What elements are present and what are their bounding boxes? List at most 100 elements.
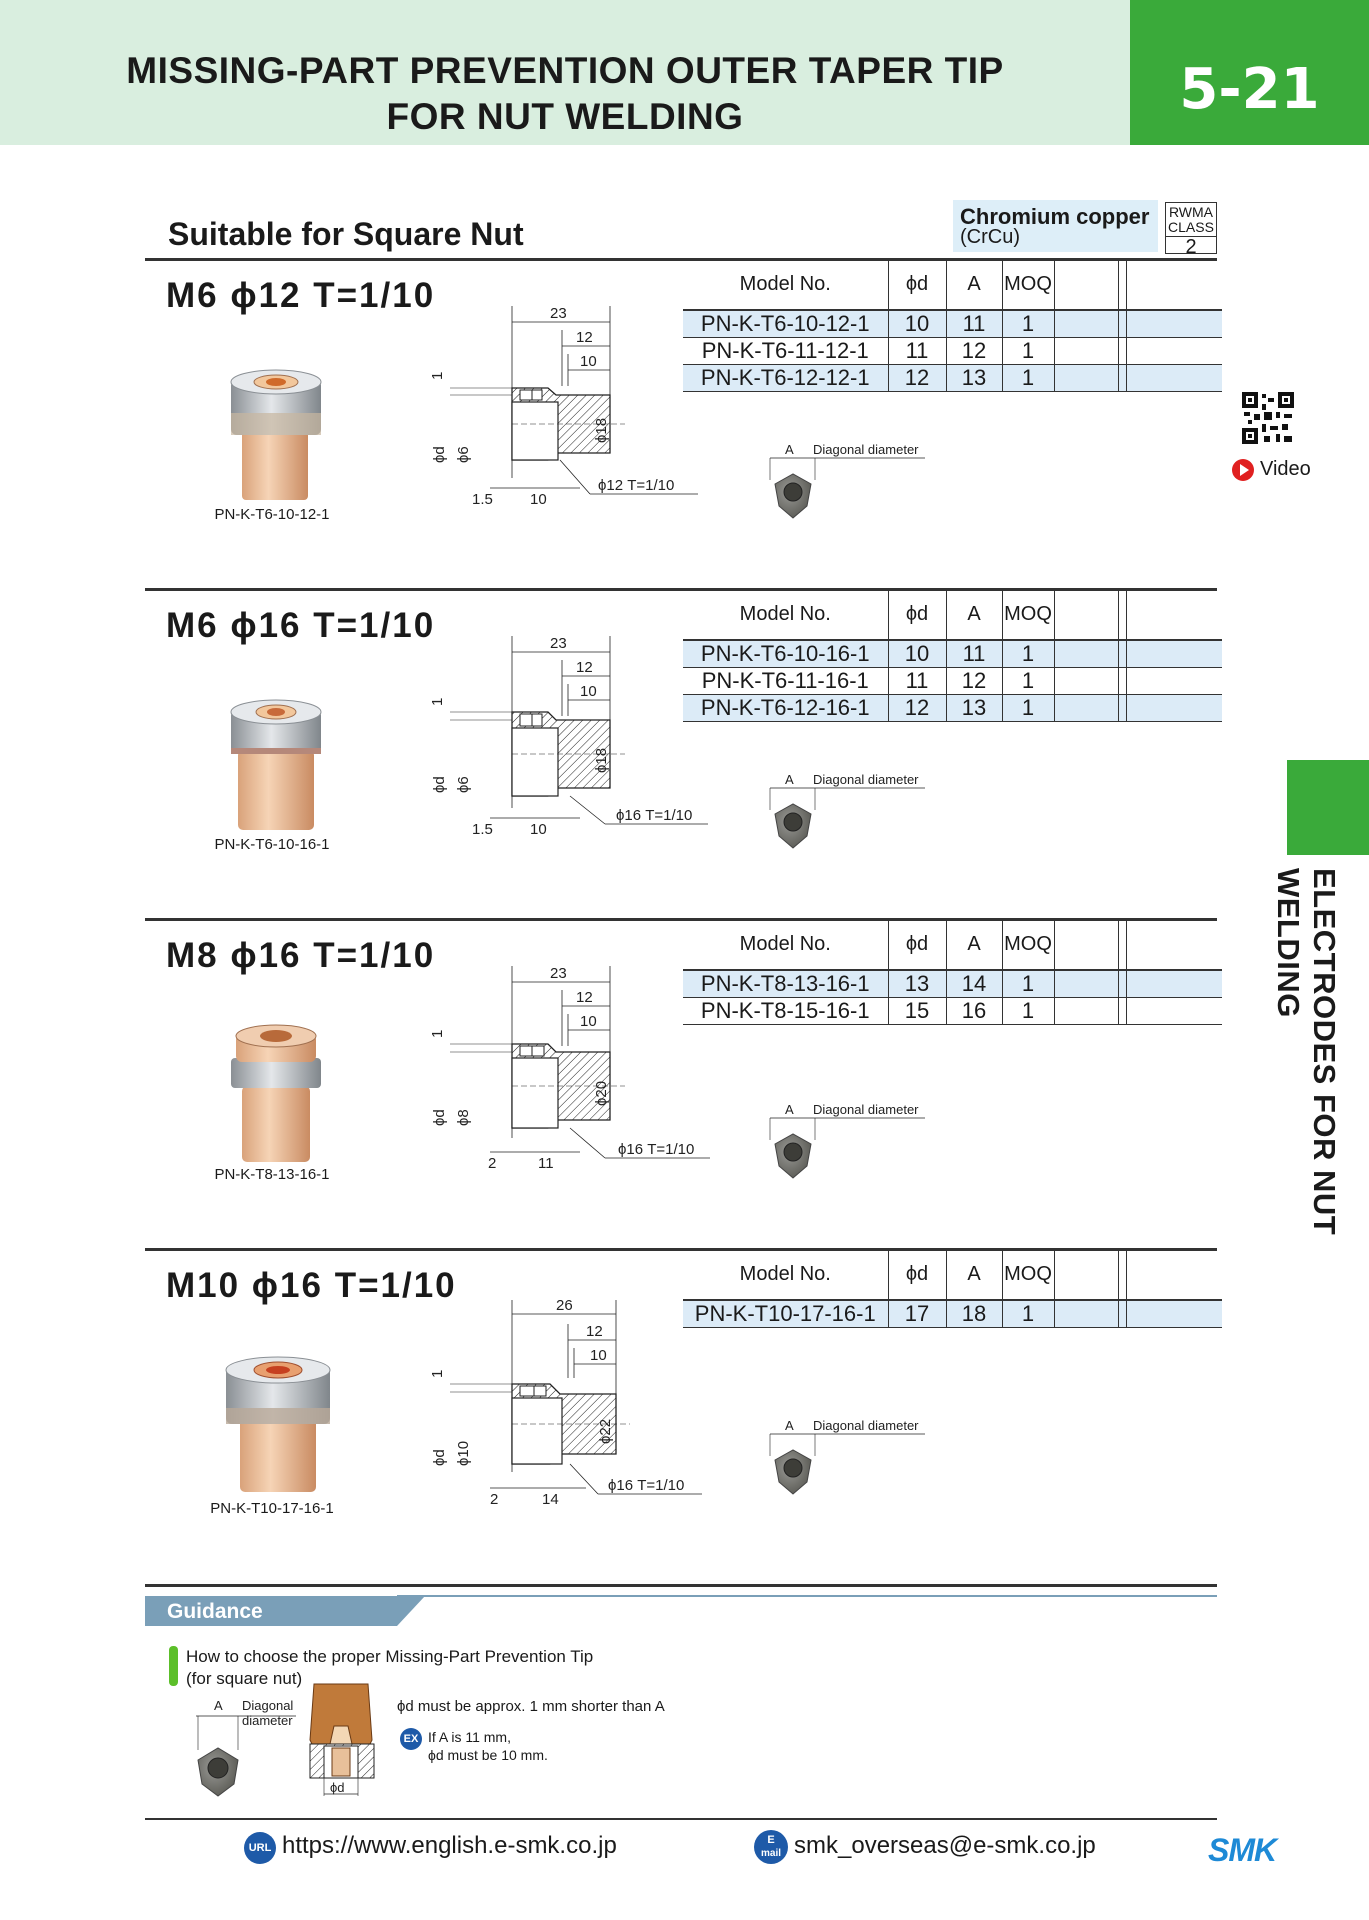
svg-text:Diagonal: Diagonal (242, 1698, 293, 1713)
video-link[interactable]: Video (1260, 458, 1311, 480)
product-caption: PN-K-T6-10-16-1 (214, 836, 330, 853)
example-icon: EX (400, 1728, 422, 1750)
video-play-icon[interactable] (1232, 459, 1254, 481)
section-title: M8 ϕ16 T=1/10 (166, 936, 436, 975)
svg-text:2: 2 (488, 1155, 496, 1172)
nut-diagram: A Diagonal diameter (769, 1102, 925, 1179)
section-title: M10 ϕ16 T=1/10 (166, 1266, 457, 1305)
svg-text:A: A (785, 442, 794, 457)
svg-text:2: 2 (490, 1491, 498, 1508)
svg-text:ϕ6: ϕ6 (455, 776, 472, 793)
svg-text:ϕd: ϕd (431, 776, 448, 793)
svg-text:10: 10 (580, 683, 597, 700)
svg-text:diameter: diameter (242, 1713, 293, 1728)
technical-drawing: 23 12 10 1 ϕd ϕ8 ϕ20 2 11 ϕ16 T=1/10 (429, 965, 710, 1172)
section-title: M6 ϕ12 T=1/10 (166, 276, 436, 315)
guidance-example: If A is 11 mm, ϕd must be 10 mm. (428, 1729, 548, 1763)
svg-text:ϕ16 T=1/10: ϕ16 T=1/10 (616, 807, 692, 824)
page-title: MISSING-PART PREVENTION OUTER TAPER TIP … (126, 50, 1004, 137)
product-caption: PN-K-T6-10-12-1 (214, 506, 330, 523)
rwma-class-box: RWMA CLASS 2 (1165, 202, 1217, 257)
svg-text:Diagonal diameter: Diagonal diameter (813, 442, 919, 457)
svg-text:ϕ16 T=1/10: ϕ16 T=1/10 (608, 1477, 684, 1494)
dim-bottom-b: 10 (530, 491, 547, 508)
suitable-heading: Suitable for Square Nut (168, 216, 524, 252)
nut-diagram: A Diagonal diameter (769, 442, 925, 519)
dim-taper: ϕ12 T=1/10 (598, 477, 674, 494)
svg-text:12: 12 (586, 1323, 603, 1340)
svg-text:10: 10 (590, 1347, 607, 1364)
section-divider (145, 1584, 1217, 1587)
dim-d: ϕd (431, 446, 448, 463)
dim-mid: 12 (576, 329, 593, 346)
svg-text:A: A (785, 1418, 794, 1433)
guidance-intro: How to choose the proper Missing-Part Pr… (186, 1647, 594, 1688)
guidance-tip-diagram: ϕd (309, 1683, 375, 1796)
product-caption: PN-K-T10-17-16-1 (210, 1500, 334, 1517)
qr-code-icon[interactable] (1242, 392, 1294, 444)
svg-text:1: 1 (429, 698, 446, 706)
svg-text:ϕd: ϕd (330, 1780, 345, 1795)
nut-diagram: A Diagonal diameter (769, 772, 925, 849)
svg-text:1: 1 (429, 372, 446, 380)
svg-text:ϕ16 T=1/10: ϕ16 T=1/10 (618, 1141, 694, 1158)
product-photo (230, 699, 322, 830)
dim-inner: 10 (580, 353, 597, 370)
dim-od: ϕ18 (593, 418, 610, 443)
svg-text:10: 10 (530, 821, 547, 838)
product-section: M8 ϕ16 T=1/10 PN-K-T8-13-16-1 23 12 10 1… (0, 918, 1369, 1248)
svg-text:1.5: 1.5 (472, 821, 493, 838)
product-photo (230, 369, 322, 500)
nut-diagram: A Diagonal diameter (769, 1418, 925, 1495)
svg-text:23: 23 (550, 965, 567, 982)
svg-text:ϕ10: ϕ10 (455, 1441, 472, 1466)
side-tab-marker (1287, 760, 1369, 855)
guidance-nut-diagram: A Diagonal diameter (196, 1698, 296, 1797)
dim-bottom-a: 1.5 (472, 491, 493, 508)
dim-d2: ϕ6 (455, 446, 472, 463)
dim-total: 23 (550, 305, 567, 322)
svg-text:10: 10 (580, 1013, 597, 1030)
svg-text:12: 12 (576, 659, 593, 676)
technical-drawing: 23 12 10 1 ϕd ϕ6 ϕ18 1.5 10 ϕ12 T=1/10 (429, 305, 698, 508)
svg-text:ϕ20: ϕ20 (593, 1081, 610, 1106)
svg-text:ϕ22: ϕ22 (597, 1419, 614, 1444)
svg-text:Diagonal diameter: Diagonal diameter (813, 1418, 919, 1433)
product-section: M10 ϕ16 T=1/10 PN-K-T10-17-16-1 26 12 10… (0, 1248, 1369, 1578)
product-photo (225, 1356, 331, 1492)
svg-text:12: 12 (576, 989, 593, 1006)
section-divider (145, 588, 1217, 591)
section-divider (145, 258, 1217, 261)
email-link[interactable]: smk_overseas@e-smk.co.jp (794, 1832, 1096, 1859)
svg-text:ϕd: ϕd (431, 1449, 448, 1466)
svg-text:11: 11 (538, 1155, 554, 1172)
footer-divider (145, 1818, 1217, 1820)
header-band (0, 0, 1130, 145)
section-title: M6 ϕ16 T=1/10 (166, 606, 436, 645)
guidance-heading: Guidance (167, 1600, 263, 1623)
product-section: M6 ϕ12 T=1/10 PN-K-T6-10-12-1 23 12 10 1… (0, 258, 1369, 588)
website-link[interactable]: https://www.english.e-smk.co.jp (282, 1832, 617, 1859)
section-divider (145, 918, 1217, 921)
side-tab-label: ELECTRODES FOR NUT WELDING (1271, 868, 1342, 1236)
svg-text:A: A (785, 1102, 794, 1117)
guidance-marker (169, 1646, 178, 1686)
svg-text:14: 14 (542, 1491, 559, 1508)
url-icon: URL (244, 1832, 276, 1864)
company-logo: SMK (1208, 1832, 1277, 1868)
technical-drawing: 23 12 10 1 ϕd ϕ6 ϕ18 1.5 10 ϕ16 T=1/10 (429, 635, 708, 838)
page-number: 5-21 (1130, 0, 1369, 145)
email-icon: E mail (754, 1830, 788, 1864)
